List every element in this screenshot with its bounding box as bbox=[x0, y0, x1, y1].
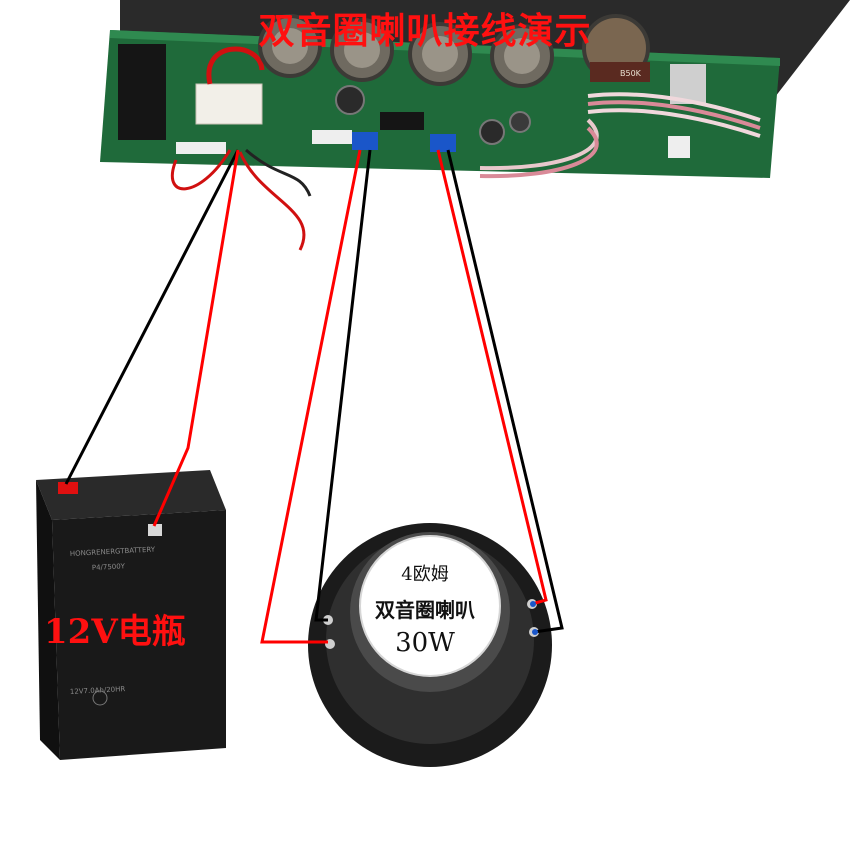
black-module bbox=[118, 44, 166, 140]
ribbon-cable bbox=[479, 92, 761, 179]
speaker-power: 30W bbox=[395, 628, 455, 658]
battery-wire-black bbox=[64, 149, 240, 485]
speaker-label-disc bbox=[359, 535, 501, 677]
chip-marking: B50K bbox=[620, 69, 642, 78]
speaker-wire-right-black bbox=[446, 149, 564, 634]
battery: HONGRENERGTBATTERY P4/7500Y 12V7.0Ah/20H… bbox=[36, 470, 226, 760]
battery-wire-red bbox=[152, 149, 240, 527]
potentiometer-row bbox=[258, 14, 650, 88]
amp-chip bbox=[380, 112, 424, 130]
capacitor bbox=[479, 119, 505, 145]
svg-text:12V7.0Ah/20HR: 12V7.0Ah/20HR bbox=[70, 685, 126, 696]
speaker-connector-right bbox=[430, 134, 456, 152]
speaker-impedance: 4欧姆 bbox=[401, 564, 449, 585]
battery-negative-terminal bbox=[148, 524, 162, 536]
capacitor bbox=[335, 85, 365, 115]
white-relay bbox=[195, 83, 263, 125]
amplifier-board: B50K bbox=[100, 0, 850, 251]
recycle-icon bbox=[92, 690, 108, 706]
speaker-wire-right-red bbox=[436, 149, 548, 606]
battery-positive-terminal bbox=[58, 482, 78, 494]
wires bbox=[64, 149, 564, 644]
svg-text:P4/7500Y: P4/7500Y bbox=[92, 562, 126, 572]
speaker-wire-left-red bbox=[260, 149, 362, 644]
battery-label: 12V电瓶 bbox=[44, 612, 186, 652]
speaker-name: 双音圈喇叭 bbox=[375, 598, 475, 622]
speaker bbox=[308, 523, 552, 767]
speaker-wire-left-black bbox=[314, 149, 372, 622]
diagram-title: 双音圈喇叭接线演示 bbox=[258, 11, 592, 52]
speaker-connector-left bbox=[352, 132, 378, 150]
